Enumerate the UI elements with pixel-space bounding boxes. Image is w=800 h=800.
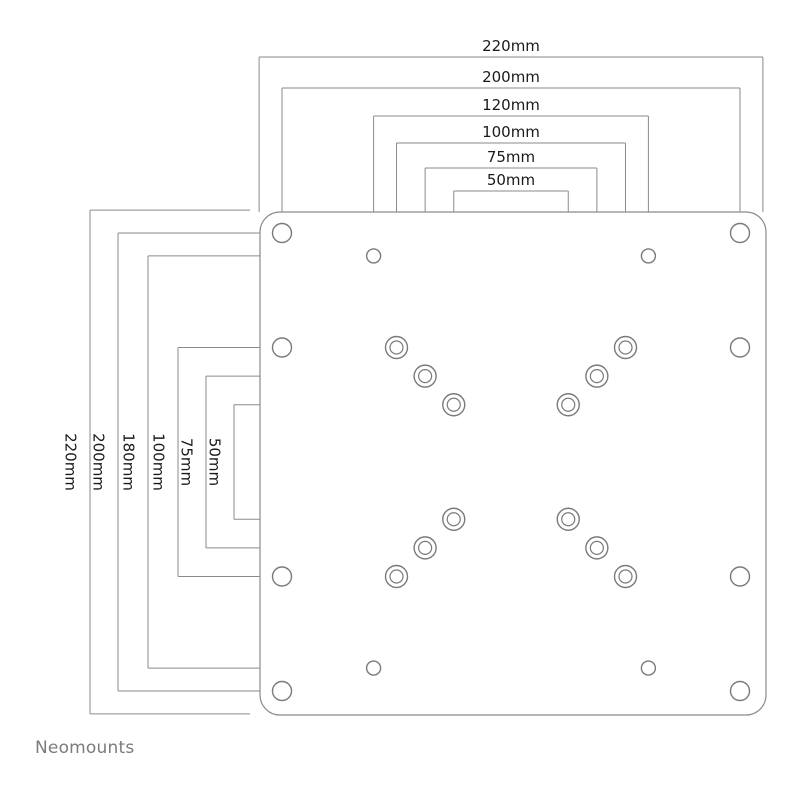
ringed-hole-50	[556, 393, 580, 417]
v-dim-220	[89, 209, 250, 715]
v-dim-label: 50mm	[206, 438, 224, 486]
ringed-hole-100	[613, 564, 638, 589]
ringed-hole-75	[585, 536, 609, 560]
hole-inner-ring	[561, 512, 576, 527]
plain-hole-120x180	[365, 248, 382, 264]
hole-inner-ring	[446, 512, 461, 527]
v-dim-label: 180mm	[120, 433, 138, 491]
plain-hole-200x100	[729, 337, 751, 358]
h-dim-label: 75mm	[487, 148, 535, 166]
ringed-hole-100	[384, 564, 409, 589]
h-dim-label: 100mm	[482, 123, 540, 141]
ringed-hole-75	[585, 364, 609, 388]
ringed-hole-100	[384, 335, 409, 360]
v-dim-label: 75mm	[178, 438, 196, 486]
h-dim-220	[258, 56, 764, 212]
plain-hole-200x200	[729, 222, 751, 244]
h-dim-label: 120mm	[482, 96, 540, 114]
brand-logo-text: Neomounts	[35, 738, 135, 758]
plain-hole-200x200	[729, 680, 751, 702]
mounting-holes	[271, 222, 751, 702]
v-dim-200	[117, 232, 273, 692]
v-dim-label: 200mm	[90, 433, 108, 491]
plain-hole-120x180	[640, 248, 657, 264]
hole-inner-ring	[589, 540, 604, 555]
ringed-hole-75	[413, 364, 437, 388]
v-dim-label: 100mm	[150, 433, 168, 491]
plain-hole-120x180	[365, 660, 382, 676]
v-dim-100	[177, 347, 273, 577]
h-dim-label: 200mm	[482, 68, 540, 86]
v-dim-label: 220mm	[62, 433, 80, 491]
ringed-hole-75	[413, 536, 437, 560]
hole-inner-ring	[418, 369, 433, 384]
ringed-hole-100	[613, 335, 638, 360]
hole-inner-ring	[618, 340, 633, 355]
hole-inner-ring	[389, 569, 404, 584]
plain-hole-200x100	[271, 337, 293, 358]
ringed-hole-50	[556, 507, 580, 531]
h-dim-label: 50mm	[487, 171, 535, 189]
hole-inner-ring	[389, 340, 404, 355]
hole-inner-ring	[618, 569, 633, 584]
h-dim-200	[281, 87, 741, 233]
plain-hole-200x100	[729, 566, 751, 587]
plain-hole-120x180	[640, 660, 657, 676]
h-dim-label: 220mm	[482, 37, 540, 55]
hole-inner-ring	[418, 540, 433, 555]
dimension-labels: 220mm 200mm 120mm 100mm 75mm 50mm 220mm 200mm 18…	[62, 37, 540, 491]
hole-inner-ring	[589, 369, 604, 384]
ringed-hole-50	[442, 507, 466, 531]
plain-hole-200x200	[271, 222, 293, 244]
plain-hole-200x200	[271, 680, 293, 702]
hole-inner-ring	[446, 397, 461, 412]
plain-hole-200x100	[271, 566, 293, 587]
ringed-hole-50	[442, 393, 466, 417]
hole-inner-ring	[561, 397, 576, 412]
mounting-plate	[259, 211, 767, 716]
